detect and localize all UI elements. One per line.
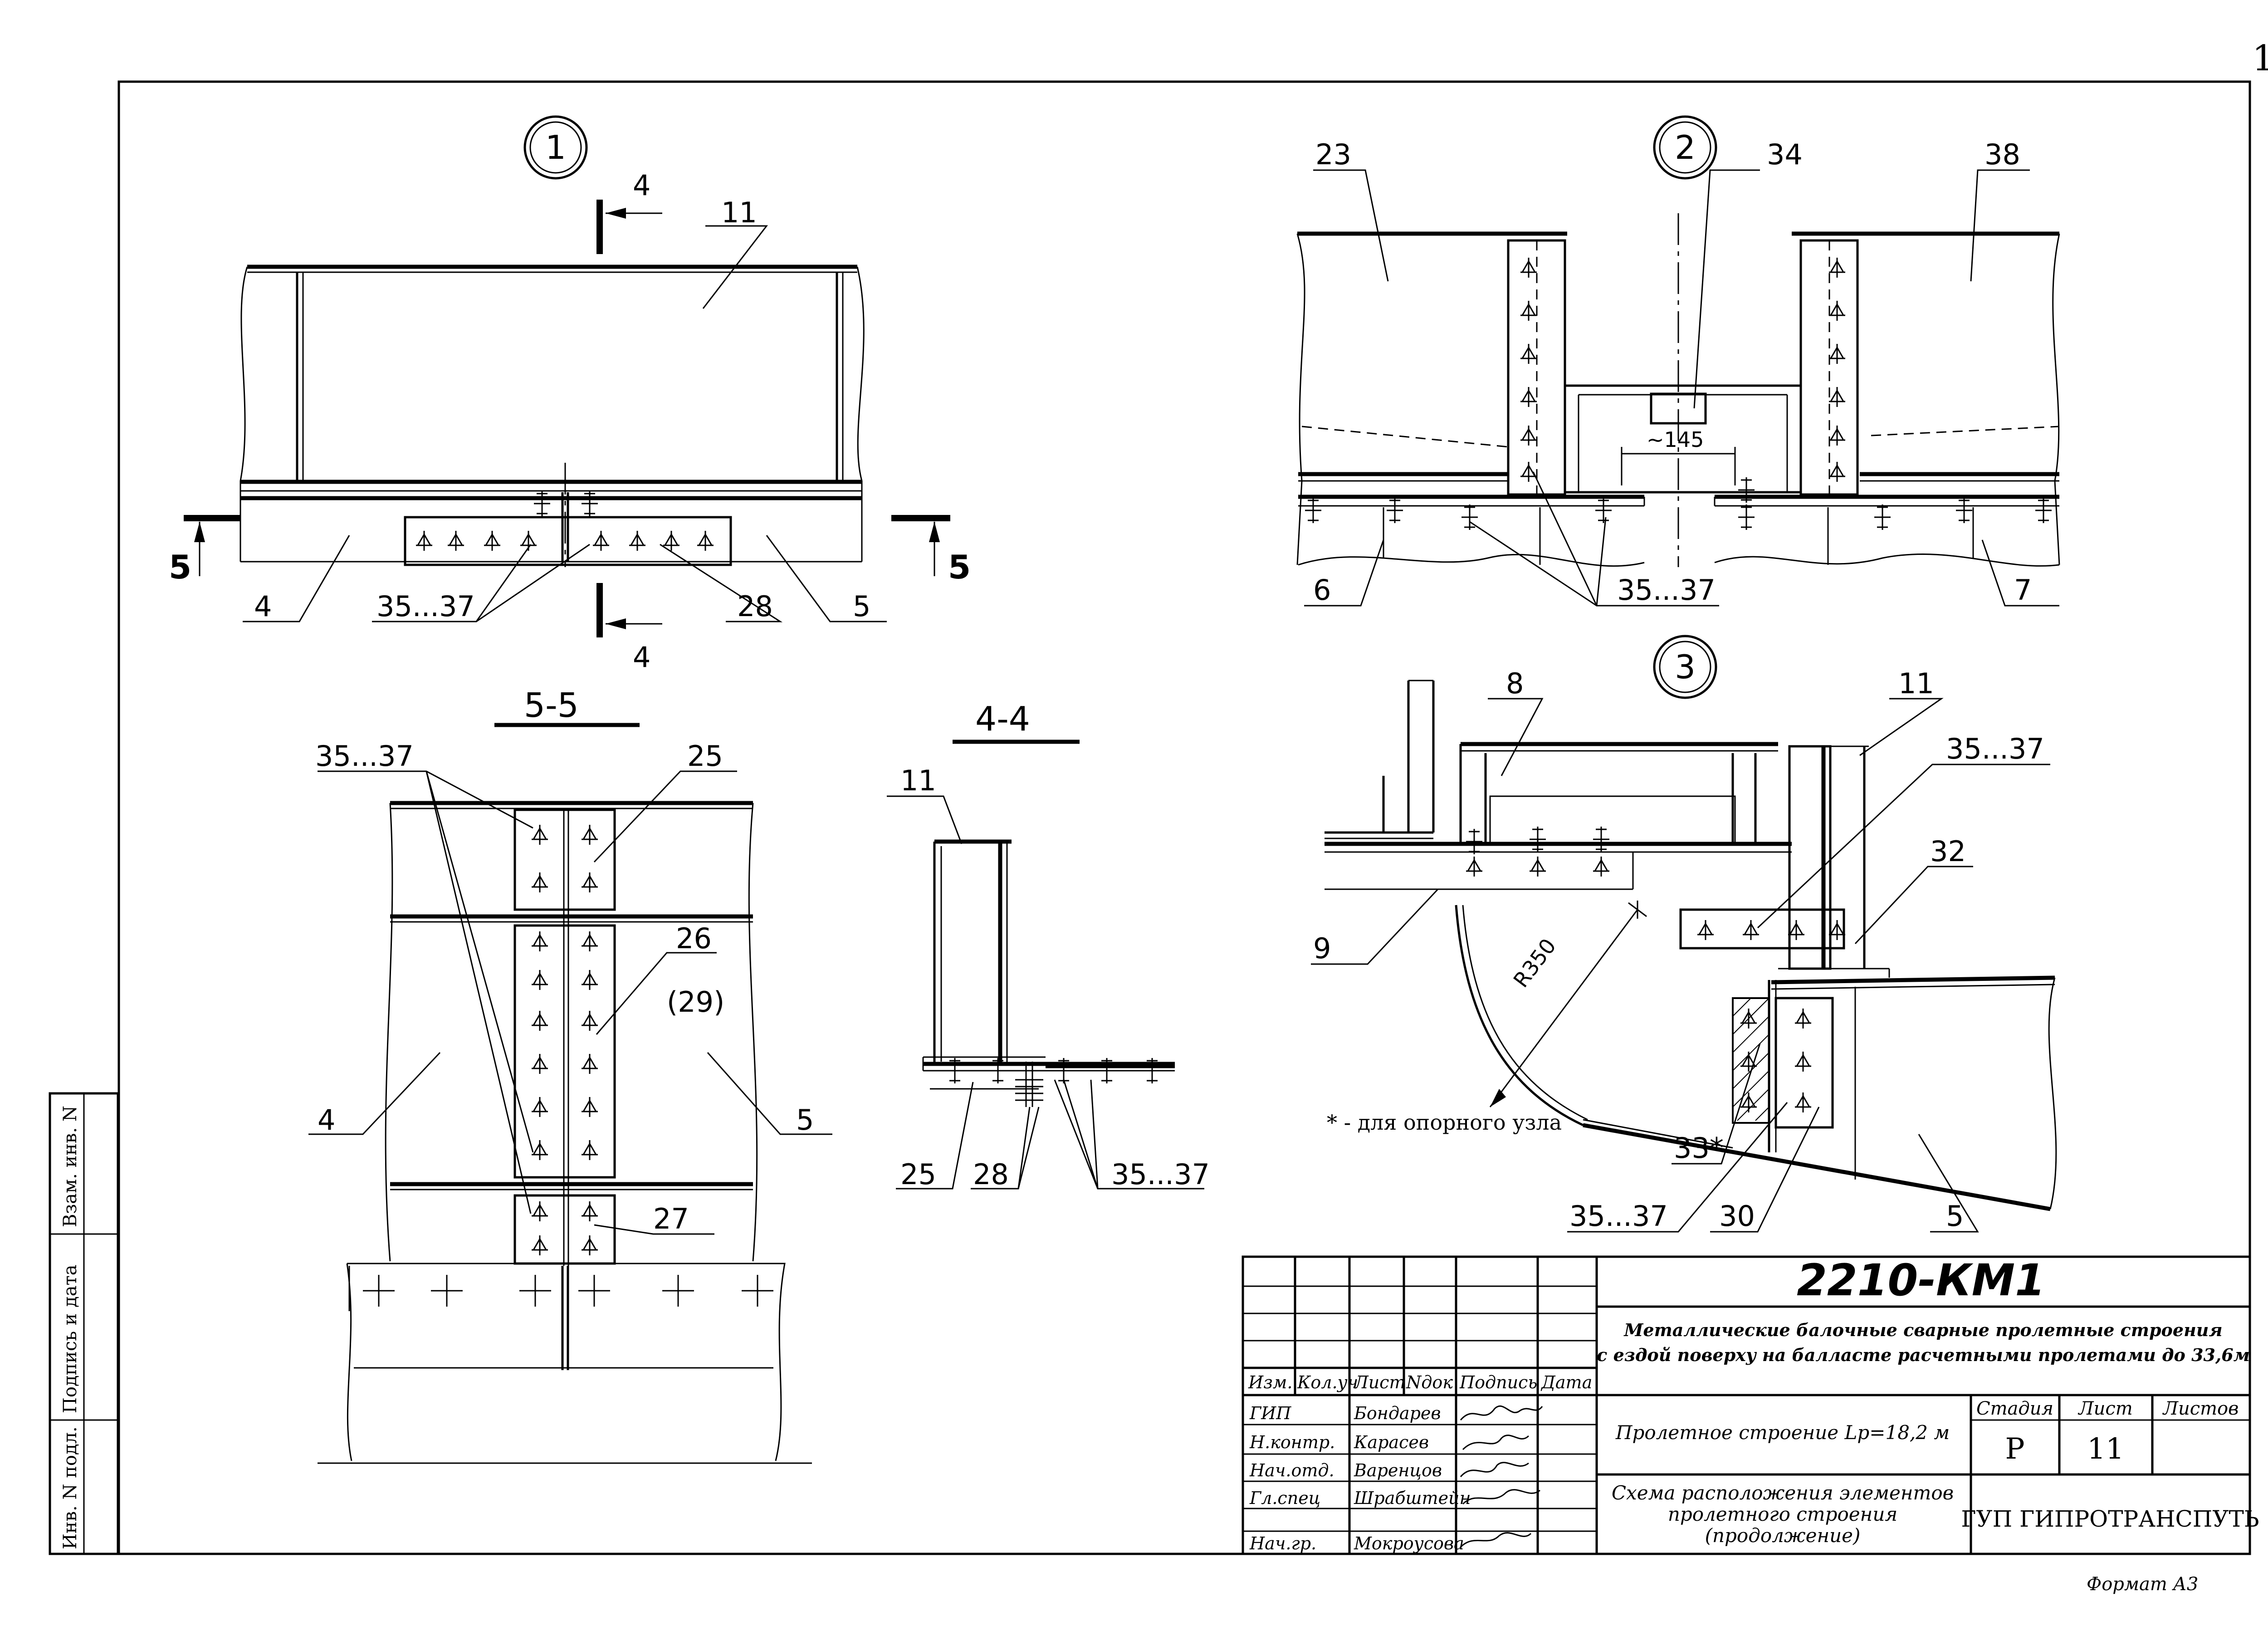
rev-header-izm: Изм. <box>1248 1372 1292 1392</box>
title-line-1: Металлические балочные сварные пролетные… <box>1623 1320 2222 1340</box>
sheet-value: 11 <box>2087 1432 2124 1466</box>
node-2-marker: 2 <box>1675 128 1696 167</box>
node-3-radius: R350 <box>1509 934 1561 992</box>
title-line-2: с ездой поверху на балласте расчетными п… <box>1597 1345 2250 1365</box>
section-4-4-title: 4-4 <box>975 700 1030 739</box>
node-3-label-32: 32 <box>1930 835 1966 868</box>
section-5-5-label-29: (29) <box>667 985 724 1019</box>
rev-header-data: Дата <box>1540 1372 1592 1392</box>
rev-header-kolich: Кол.уч <box>1297 1372 1358 1392</box>
staff-role-nachgr: Нач.гр. <box>1249 1533 1316 1553</box>
section-mark-5-right: 5 <box>948 548 971 586</box>
node-2-label-34: 34 <box>1767 138 1803 171</box>
node-1-label-35-37: 35...37 <box>376 590 475 623</box>
node-3-label-30: 30 <box>1719 1200 1755 1233</box>
stage-value: Р <box>2005 1432 2024 1466</box>
side-stamp-replace: Взам. инв. N <box>60 1106 81 1227</box>
section-mark-4-top: 4 <box>633 169 650 202</box>
node-3-label-35-37-top: 35...37 <box>1946 732 2044 765</box>
node-2-label-6: 6 <box>1313 573 1331 607</box>
stage-header: Стадия <box>1976 1398 2053 1419</box>
section-4-4-label-11: 11 <box>900 764 936 797</box>
side-stamp: Инв. N подл. Подпись и дата Взам. инв. N <box>49 1092 119 1555</box>
section-5-5-label-5: 5 <box>796 1103 814 1136</box>
staff-name-nachgr: Мокроусова <box>1354 1533 1464 1553</box>
node-3-label-35-37-bottom: 35...37 <box>1569 1200 1668 1233</box>
sheet-title-line-1: Схема расположения элементов <box>1612 1482 1954 1504</box>
section-5-5-label-26: 26 <box>676 922 712 955</box>
section-5-5-view: 5-5 <box>308 686 832 1464</box>
object-name: Пролетное строение Lp=18,2 м <box>1615 1421 1950 1444</box>
rev-header-podpis: Подпись <box>1459 1372 1537 1392</box>
staff-role-glspec: Гл.спец <box>1249 1488 1320 1508</box>
section-mark-4-bottom: 4 <box>633 641 650 674</box>
section-mark-5-left: 5 <box>169 548 191 586</box>
page-number: 12 <box>2252 38 2268 79</box>
staff-role-nkontr: Н.контр. <box>1249 1432 1335 1452</box>
drawing-frame <box>117 80 2251 1555</box>
node-3-label-11: 11 <box>1898 667 1934 700</box>
section-5-5-label-27: 27 <box>653 1202 689 1235</box>
node-1-label-11: 11 <box>721 196 757 229</box>
format-label: Формат А3 <box>2087 1574 2198 1595</box>
node-3-label-33: 33* <box>1674 1131 1724 1165</box>
node-3-note: * - для опорного узла <box>1327 1110 1562 1135</box>
staff-name-glspec: Шрабштейн <box>1354 1488 1471 1508</box>
sheet-title-line-3: (продолжение) <box>1705 1524 1861 1547</box>
side-stamp-inv: Инв. N подл. <box>60 1426 81 1549</box>
node-3-label-5: 5 <box>1946 1200 1964 1233</box>
signatures <box>1460 1405 1543 1548</box>
staff-role-gip: ГИП <box>1249 1403 1291 1423</box>
node-3-marker: 3 <box>1675 648 1696 686</box>
section-4-4-label-25: 25 <box>900 1158 936 1191</box>
sheets-header: Листов <box>2162 1398 2239 1419</box>
drawing-code: 2210-КМ1 <box>1797 1255 2045 1306</box>
node-3-label-9: 9 <box>1313 932 1331 965</box>
section-5-5-label-4: 4 <box>318 1103 335 1136</box>
section-4-4-label-28: 28 <box>973 1158 1009 1191</box>
node-2-view: 2 ~145 <box>1296 115 2060 607</box>
node-3-label-8: 8 <box>1506 667 1524 700</box>
section-5-5-label-35-37: 35...37 <box>315 740 414 773</box>
organization: ГУП ГИПРОТРАНСПУТЬ <box>1961 1506 2259 1532</box>
staff-name-nachotd: Варенцов <box>1354 1460 1442 1480</box>
sheet-title-line-2: пролетного строения <box>1668 1503 1897 1525</box>
node-2-label-35-37: 35...37 <box>1617 573 1716 607</box>
sheet-header: Лист <box>2077 1398 2132 1419</box>
staff-name-nkontr: Карасев <box>1354 1432 1429 1452</box>
section-5-5-title: 5-5 <box>524 686 579 725</box>
node-1-view: 1 4 4 <box>169 115 971 674</box>
node-2-label-23: 23 <box>1315 138 1351 171</box>
rev-header-list: Лист <box>1353 1372 1406 1392</box>
side-stamp-sign: Подпись и дата <box>60 1264 81 1413</box>
node-1-label-4: 4 <box>254 590 272 623</box>
node-3-view: 3 R350 <box>1311 635 2057 1233</box>
node-2-dimension-145: ~145 <box>1647 427 1704 452</box>
staff-name-gip: Бондарев <box>1354 1403 1441 1423</box>
node-1-marker: 1 <box>545 128 566 167</box>
staff-role-nachotd: Нач.отд. <box>1249 1460 1334 1480</box>
node-2-label-38: 38 <box>1984 138 2020 171</box>
rev-header-ndok: Nдок <box>1406 1372 1453 1392</box>
section-4-4-view: 4-4 11 25 28 35...37 <box>887 700 1210 1191</box>
node-1-label-5: 5 <box>853 590 870 623</box>
section-5-5-label-25: 25 <box>687 740 723 773</box>
node-2-label-7: 7 <box>2014 573 2032 607</box>
title-block: Изм. Кол.уч Лист Nдок Подпись Дата ГИП Б… <box>1242 1255 2259 1555</box>
section-4-4-label-35-37: 35...37 <box>1111 1158 1210 1191</box>
node-1-label-28: 28 <box>737 590 773 623</box>
